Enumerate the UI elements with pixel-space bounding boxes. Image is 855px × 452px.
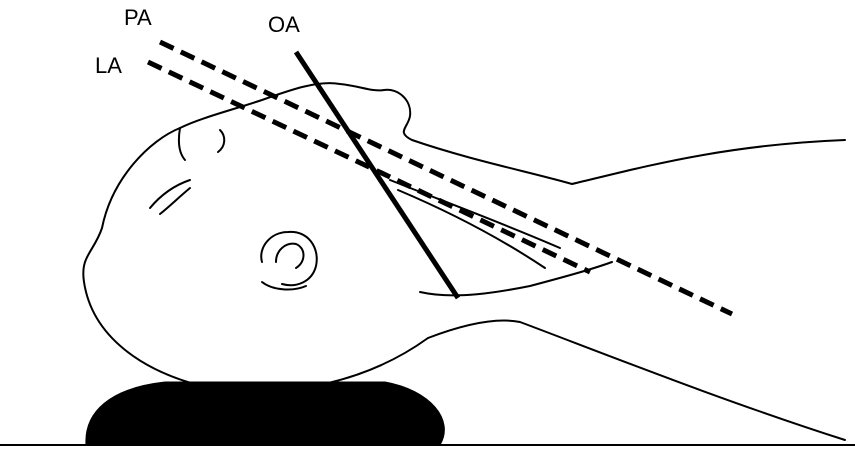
throat-line-lower xyxy=(398,190,545,268)
la-label: LA xyxy=(95,53,122,78)
jaw-line xyxy=(420,262,612,295)
oa-label: OA xyxy=(268,12,300,37)
neck-lower-line xyxy=(428,321,845,440)
oa-axis-line xyxy=(296,52,458,298)
ear-inner xyxy=(276,244,304,268)
chin-curve xyxy=(160,188,190,214)
brow-line xyxy=(179,128,185,160)
pa-axis-line xyxy=(160,42,732,314)
skull-outline xyxy=(83,128,428,391)
eye-mark xyxy=(218,130,224,152)
ear-outer xyxy=(261,232,317,285)
face-profile xyxy=(180,83,845,184)
pa-label: PA xyxy=(124,5,152,30)
